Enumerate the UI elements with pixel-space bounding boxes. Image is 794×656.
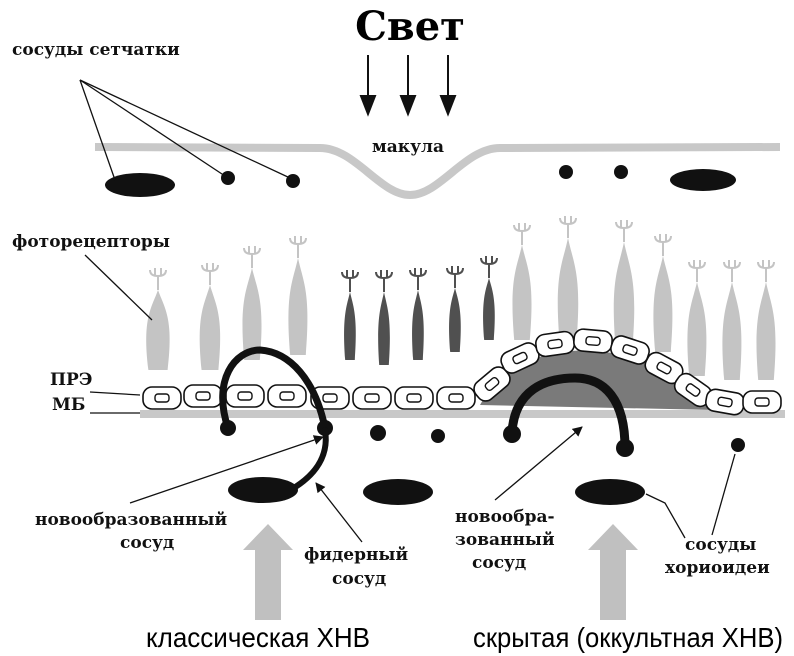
rpe-cell [353, 387, 391, 409]
new-vessel-right-label-2: зованный [455, 530, 555, 550]
photoreceptor-cell [447, 266, 463, 352]
rpe-cell [535, 330, 576, 357]
rpe-cell [226, 385, 264, 407]
photoreceptor-cell [481, 256, 497, 340]
photoreceptor-cell [342, 270, 358, 360]
rpe-cell [573, 328, 613, 353]
photoreceptor-cell [376, 270, 392, 365]
rpe-cell [143, 387, 181, 409]
occult-light-arrow [588, 524, 638, 620]
diagram-title: Свет [355, 3, 465, 50]
new-vessel-right-label-3: сосуд [472, 553, 526, 573]
rpe-cell [184, 385, 222, 407]
photoreceptor-cell [288, 236, 307, 355]
retinal-vessels-label: сосуды сетчатки [12, 40, 180, 60]
new-vessel-left-label-1: новообразованный [35, 510, 227, 530]
choroid-label-1: сосуды [685, 535, 756, 555]
new-vessel-left-label-2: сосуд [120, 533, 174, 553]
classic-cnv-caption: классическая ХНВ [146, 622, 370, 653]
photoreceptor-cell [410, 268, 426, 360]
bruch-membrane [140, 410, 785, 418]
photoreceptor-cell [242, 246, 261, 360]
photoreceptor-cell [558, 216, 578, 342]
photoreceptor-cell [722, 260, 741, 380]
rpe-cell [268, 385, 306, 407]
photoreceptor-cell [653, 234, 672, 352]
photoreceptor-cell [687, 260, 706, 376]
photoreceptor-cell [200, 263, 220, 370]
photoreceptor-cell [614, 220, 634, 348]
rpe-pointer [90, 392, 140, 395]
feeder-label-1: фидерный [304, 545, 408, 565]
new-vessel-right-label-1: новообра- [455, 507, 555, 527]
choroid-label-2: хориоидеи [665, 558, 770, 578]
photoreceptor-cell [756, 260, 775, 380]
photoreceptor-cell [146, 268, 169, 370]
bm-label: МБ [52, 395, 85, 415]
retinal-vessels-pointers [80, 80, 290, 180]
photoreceptors-label: фоторецепторы [12, 232, 170, 252]
classic-light-arrow [243, 524, 293, 620]
macula-label: макула [372, 137, 444, 157]
feeder-label-2: сосуд [332, 569, 386, 589]
rpe-cell [437, 387, 475, 409]
light-arrows [361, 55, 455, 114]
rpe-cell [395, 387, 433, 409]
occult-cnv-caption: скрытая (оккультная ХНВ) [473, 622, 783, 653]
photoreceptors-pointer [85, 255, 152, 320]
rpe-cell [743, 391, 781, 413]
feeder-pointer [316, 483, 362, 542]
photoreceptor-cell [512, 223, 531, 340]
choroidal-vessels [228, 425, 745, 505]
choroid-pointers [646, 454, 735, 538]
rpe-label: ПРЭ [50, 370, 92, 390]
